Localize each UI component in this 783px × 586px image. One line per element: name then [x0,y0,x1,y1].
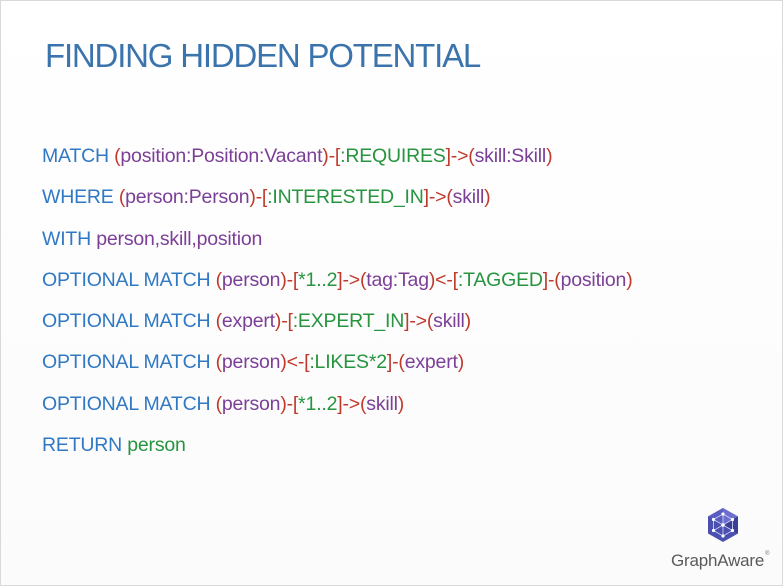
code-token-pun: ) [397,392,405,415]
code-token-kw: OPTIONAL MATCH [42,310,216,333]
code-token-var: person [221,392,281,415]
code-line: WITH person,skill,position [42,225,633,266]
code-line: OPTIONAL MATCH (person)-[*1..2]->(skill) [42,390,633,431]
code-token-var: person,skill,position [96,227,263,250]
code-line: OPTIONAL MATCH (person)-[*1..2]->(tag:Ta… [42,266,633,307]
logo-wordmark: GraphAware [671,551,765,570]
code-token-var: person [221,351,281,374]
code-token-rel: *1..2 [298,392,338,415]
code-token-pun: ( [118,186,126,209]
logo-text: GraphAware® [671,551,770,571]
graphaware-logo: GraphAware® [663,507,775,577]
code-token-pun: ]->( [423,186,453,209]
code-token-var: person [221,268,281,291]
code-token-pun: ) [464,310,472,333]
code-token-pun: ]->( [337,392,367,415]
code-token-rel: :EXPERT_IN [292,310,405,333]
cypher-code-block: MATCH (position:Position:Vacant)-[:REQUI… [42,142,633,472]
code-token-rel: :TAGGED [457,268,543,291]
code-token-kw: RETURN [42,434,128,457]
code-token-pun: ( [215,351,223,374]
code-token-pun: )<-[ [280,351,310,374]
logo-registered-mark: ® [765,551,770,557]
code-token-var: position:Position:Vacant [120,145,323,167]
code-token-pun: ]->( [445,145,475,167]
code-token-pun: ]->( [404,310,434,333]
code-token-kw: WITH [42,227,97,250]
code-token-kw: OPTIONAL MATCH [42,392,216,415]
code-line: OPTIONAL MATCH (person)<-[:LIKES*2]-(exp… [42,348,633,389]
code-token-pun: ) [546,145,553,167]
code-token-pun: )-[ [280,268,299,291]
slide-title: FINDING HIDDEN POTENTIAL [45,37,481,74]
code-token-var: expert [221,310,275,333]
code-token-pun: ( [114,145,121,167]
code-line: OPTIONAL MATCH (expert)-[:EXPERT_IN]->(s… [42,307,633,348]
code-token-pun: )-[ [280,392,299,415]
code-token-pun: )<-[ [428,268,458,291]
code-line: WHERE (person:Person)-[:INTERESTED_IN]->… [42,183,633,224]
code-token-pun: ( [215,392,223,415]
code-token-var: position [560,268,627,291]
code-token-rel: :INTERESTED_IN [267,186,424,209]
code-token-var: skill [366,392,398,415]
code-token-var: expert [404,351,458,374]
code-token-rel: *1..2 [298,268,338,291]
code-token-pun: ]-( [386,351,405,374]
code-line: MATCH (position:Position:Vacant)-[:REQUI… [42,142,633,183]
code-token-var: skill [433,310,465,333]
code-token-pun: ) [457,351,465,374]
code-token-rel: :REQUIRES [340,145,446,167]
code-token-var: skill [452,186,485,209]
code-token-var: tag:Tag [366,268,429,291]
code-token-pun: ]->( [337,268,367,291]
code-token-kw: MATCH [42,145,115,167]
code-token-pun: ]-( [542,268,561,291]
code-token-pun: )-[ [249,186,268,209]
code-token-pun: ) [484,186,491,209]
code-token-var: person:Person [125,186,250,209]
code-token-var: skill:Skill [474,145,547,167]
code-token-rel: person [127,434,186,457]
graphaware-hexagon-icon [708,508,738,542]
code-token-kw: WHERE [42,186,119,209]
code-token-pun: )-[ [274,310,293,333]
code-token-pun: ( [215,268,223,291]
code-token-kw: OPTIONAL MATCH [42,351,216,374]
code-line: RETURN person [42,431,633,472]
code-token-rel: :LIKES*2 [309,351,387,374]
code-token-pun: ( [215,310,223,333]
code-token-pun: ) [626,268,633,291]
code-token-kw: OPTIONAL MATCH [42,268,216,291]
code-token-pun: )-[ [322,145,341,167]
